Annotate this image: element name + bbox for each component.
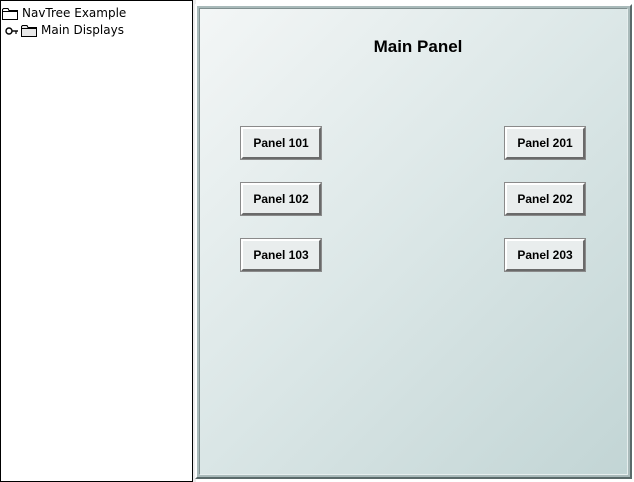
main-panel: Main Panel Panel 101 Panel 102 Panel 103…: [199, 8, 628, 475]
split-divider[interactable]: [193, 0, 196, 482]
nav-tree-pane: NavTree Example Main Displays: [0, 0, 193, 482]
panel-201-button[interactable]: Panel 201: [504, 126, 586, 160]
panel-102-button[interactable]: Panel 102: [240, 182, 322, 216]
tree-root-label: NavTree Example: [22, 6, 127, 20]
tree-node-main-displays[interactable]: Main Displays: [5, 22, 124, 38]
tree-node-label: Main Displays: [41, 23, 124, 37]
folder-icon: [21, 24, 37, 37]
main-panel-frame: Main Panel Panel 101 Panel 102 Panel 103…: [195, 4, 632, 479]
panel-103-button[interactable]: Panel 103: [240, 238, 322, 272]
panel-101-button[interactable]: Panel 101: [240, 126, 322, 160]
panel-203-button[interactable]: Panel 203: [504, 238, 586, 272]
folder-icon: [2, 7, 18, 20]
main-panel-title: Main Panel: [373, 37, 463, 56]
panel-202-button[interactable]: Panel 202: [504, 182, 586, 216]
tree-root-node[interactable]: NavTree Example: [2, 5, 126, 21]
expand-handle-icon[interactable]: [5, 25, 19, 35]
